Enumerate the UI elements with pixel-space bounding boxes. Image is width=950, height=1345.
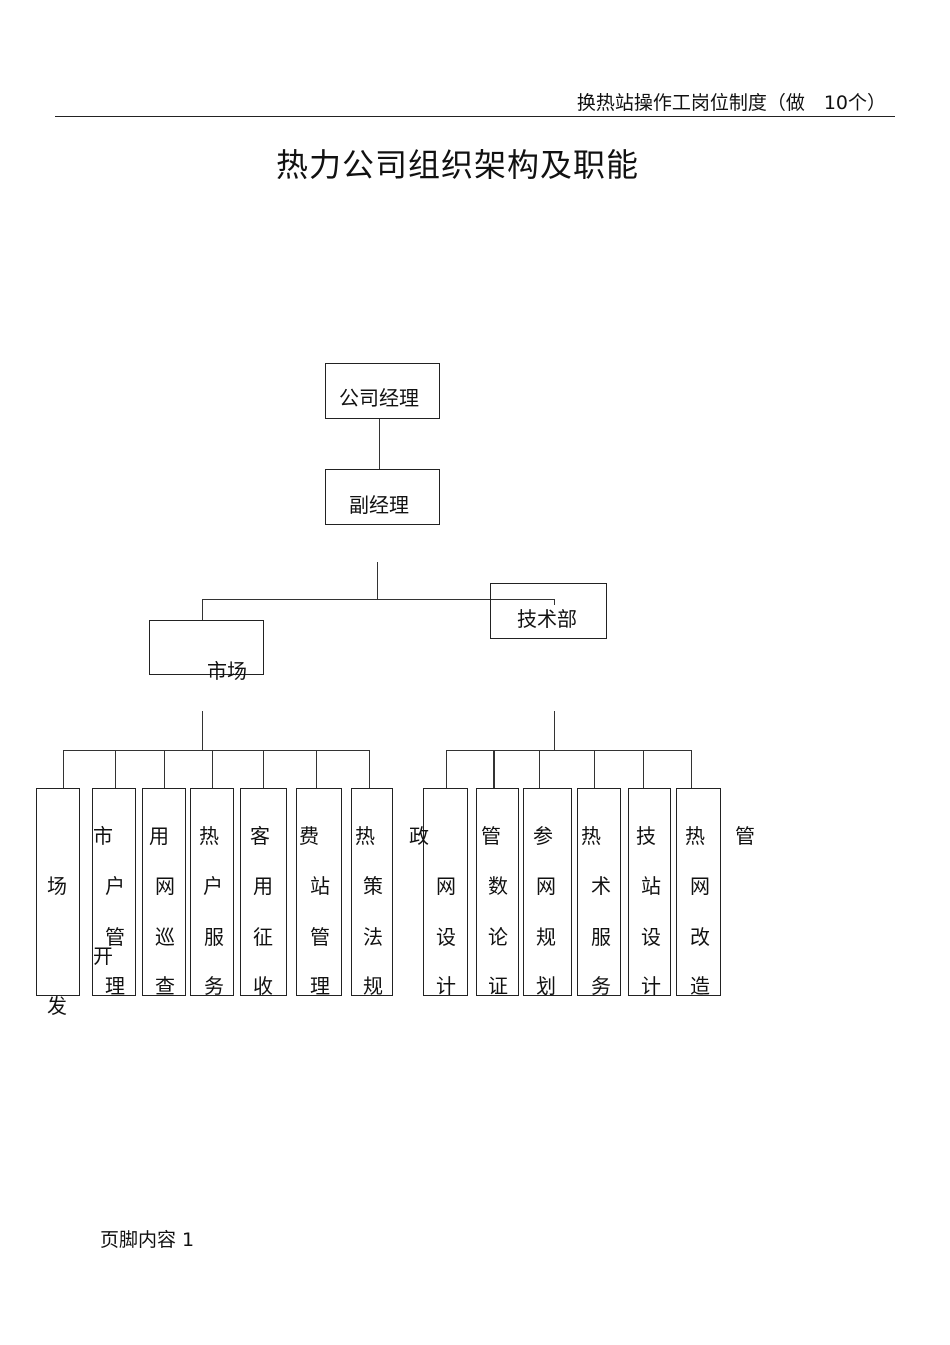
leaf-char: 管: [105, 925, 125, 949]
leaf-char: 热: [355, 824, 375, 848]
connector: [115, 750, 116, 788]
leaf-char: 改: [690, 925, 710, 949]
connector: [377, 562, 378, 600]
connector: [369, 750, 370, 788]
leaf-char: 务: [204, 974, 224, 998]
leaf-box: [240, 788, 287, 996]
node-deputy-label: 副经理: [349, 493, 409, 517]
leaf-char: 务: [591, 974, 611, 998]
leaf-box: [190, 788, 234, 996]
leaf-char: 站: [310, 874, 330, 898]
connector: [643, 750, 644, 788]
node-market-box: [149, 620, 264, 675]
leaf-char: 理: [105, 974, 125, 998]
leaf-box: [296, 788, 342, 996]
leaf-char: 造: [690, 974, 710, 998]
leaf-char: 规: [536, 925, 556, 949]
leaf-char: 计: [641, 974, 661, 998]
leaf-char: 管: [481, 824, 501, 848]
connector: [379, 419, 380, 469]
leaf-box: [36, 788, 80, 996]
leaf-char: 网: [155, 874, 175, 898]
leaf-box: [92, 788, 136, 996]
connector: [594, 750, 595, 788]
leaf-box: [628, 788, 671, 996]
leaf-char: 参: [533, 824, 553, 848]
leaf-char: 策: [363, 874, 383, 898]
leaf-char: 论: [488, 925, 508, 949]
leaf-char: 管: [310, 925, 330, 949]
connector: [493, 750, 495, 788]
leaf-char: 法: [363, 925, 383, 949]
leaf-char: 证: [488, 974, 508, 998]
leaf-char: 收: [253, 974, 273, 998]
leaf-char: 用: [253, 874, 273, 898]
market-overflow-char: 政: [409, 824, 429, 848]
connector: [202, 711, 203, 750]
node-market-label: 市场: [207, 659, 247, 683]
connector: [316, 750, 317, 788]
leaf-char: 网: [690, 874, 710, 898]
connector: [202, 599, 203, 620]
connector: [263, 750, 264, 788]
connector: [63, 750, 369, 751]
leaf-box: [142, 788, 186, 996]
leaf-char: 理: [310, 974, 330, 998]
leaf-char: 查: [155, 974, 175, 998]
leaf-char: 场: [47, 874, 67, 898]
leaf-char: 市: [93, 824, 113, 848]
node-deputy-box: [325, 469, 440, 525]
header-rule: [55, 116, 895, 117]
leaf-char: 网: [536, 874, 556, 898]
leaf-char: 服: [591, 925, 611, 949]
leaf-char: 发: [47, 994, 67, 1018]
leaf-char: 设: [641, 925, 661, 949]
leaf-char: 划: [536, 974, 556, 998]
node-manager-label: 公司经理: [339, 386, 419, 410]
node-tech-label: 技术部: [517, 607, 577, 631]
leaf-box: [676, 788, 721, 996]
connector: [554, 599, 555, 605]
tech-overflow-char: 管: [735, 824, 755, 848]
connector: [446, 750, 691, 751]
connector: [691, 750, 692, 788]
connector: [212, 750, 213, 788]
connector: [554, 711, 555, 750]
page-title: 热力公司组织架构及职能: [275, 146, 639, 184]
leaf-char: 规: [363, 974, 383, 998]
leaf-char: 技: [636, 824, 656, 848]
connector: [164, 750, 165, 788]
leaf-char: 客: [250, 824, 270, 848]
leaf-char: 热: [685, 824, 705, 848]
connector: [63, 750, 64, 788]
leaf-char: 开: [93, 944, 113, 968]
leaf-char: 费: [299, 824, 319, 848]
leaf-box: [351, 788, 393, 996]
leaf-box: [577, 788, 621, 996]
leaf-char: 服: [204, 925, 224, 949]
leaf-char: 数: [488, 874, 508, 898]
leaf-char: 户: [105, 874, 125, 898]
node-manager-box: [325, 363, 440, 419]
leaf-char: 热: [199, 824, 219, 848]
header-text: 换热站操作工岗位制度（做 10个）: [576, 92, 886, 114]
leaf-char: 巡: [155, 925, 175, 949]
leaf-char: 用: [149, 824, 169, 848]
connector: [539, 750, 540, 788]
leaf-char: 热: [581, 824, 601, 848]
connector: [202, 599, 554, 600]
node-tech-box: [490, 583, 607, 639]
leaf-char: 站: [641, 874, 661, 898]
connector: [446, 750, 447, 788]
leaf-char: 网: [436, 874, 456, 898]
leaf-box: [423, 788, 468, 996]
leaf-char: 术: [591, 874, 611, 898]
page-footer: 页脚内容 1: [100, 1229, 195, 1251]
leaf-char: 征: [253, 925, 273, 949]
leaf-box: [476, 788, 519, 996]
leaf-char: 户: [203, 874, 223, 898]
leaf-char: 计: [436, 974, 456, 998]
leaf-box: [523, 788, 572, 996]
leaf-char: 设: [436, 925, 456, 949]
